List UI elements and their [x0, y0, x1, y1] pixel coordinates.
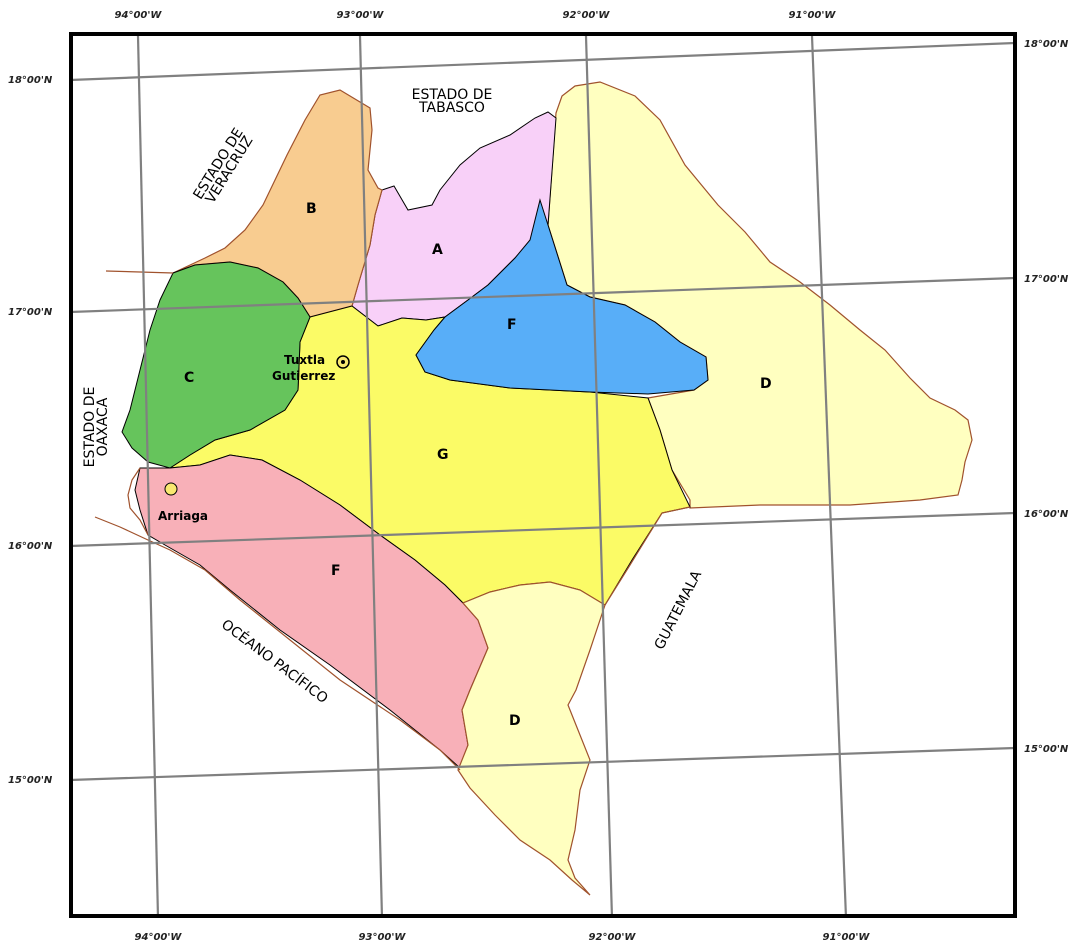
meridian-93: [358, 35, 384, 919]
coord-right-18: 18°00'N: [1024, 39, 1069, 50]
coordinate-labels: 94°00'W 93°00'W 92°00'W 91°00'W 94°00'W …: [8, 10, 1069, 943]
coord-left-16: 16°00'N: [8, 541, 53, 552]
zone-labels: A B C D D F F G: [184, 201, 772, 729]
city-label-tuxtla-1: Tuxtla: [284, 353, 325, 367]
graticule: [69, 35, 1016, 919]
coord-left-15: 15°00'N: [8, 775, 53, 786]
zone-label-d-east: D: [760, 376, 772, 392]
meridian-94: [136, 35, 160, 919]
zones: [121, 81, 973, 896]
coord-top-94: 94°00'W: [115, 10, 163, 21]
zone-d-south[interactable]: [457, 581, 606, 896]
coord-top-91: 91°00'W: [789, 10, 837, 21]
zone-label-f-north: F: [507, 317, 517, 333]
city-label-arriaga: Arriaga: [158, 509, 208, 523]
zone-f-north[interactable]: [415, 198, 709, 395]
parallel-17: [69, 276, 1016, 314]
guatemala-border-line: [604, 506, 691, 606]
coast-line: [94, 516, 461, 771]
meridian-92: [584, 35, 614, 919]
coast-line-north: [127, 467, 149, 536]
coord-left-17: 17°00'N: [8, 307, 53, 318]
cities: Tuxtla Gutierrez Arriaga: [158, 353, 350, 523]
zone-label-g: G: [437, 447, 449, 463]
zone-label-d-south: D: [509, 713, 521, 729]
arriaga-marker-icon[interactable]: [164, 482, 178, 496]
region-oaxaca-1: ESTADO DE: [82, 387, 98, 468]
coord-left-18: 18°00'N: [8, 75, 53, 86]
zone-label-c: C: [184, 370, 194, 386]
region-tabasco-2: TABASCO: [418, 100, 485, 116]
zone-label-a: A: [432, 242, 443, 258]
coord-top-93: 93°00'W: [337, 10, 385, 21]
coord-bottom-94: 94°00'W: [135, 932, 183, 943]
coord-bottom-93: 93°00'W: [359, 932, 407, 943]
zone-c[interactable]: [121, 261, 311, 469]
state-borders: [94, 270, 691, 771]
parallel-16: [69, 511, 1016, 548]
coord-bottom-91: 91°00'W: [823, 932, 871, 943]
coord-top-92: 92°00'W: [563, 10, 611, 21]
region-oaxaca-2: OAXACA: [95, 397, 111, 456]
parallel-15: [69, 746, 1016, 782]
parallel-18: [69, 41, 1016, 82]
city-label-tuxtla-2: Gutierrez: [272, 369, 335, 383]
map-frame: [69, 32, 1017, 918]
meridian-91: [810, 35, 848, 919]
zone-label-b: B: [306, 201, 317, 217]
coord-right-16: 16°00'N: [1024, 509, 1069, 520]
coord-right-17: 17°00'N: [1024, 274, 1069, 285]
tuxtla-marker-dot-icon: [341, 360, 345, 364]
zone-label-f-south: F: [331, 563, 341, 579]
region-guatemala: GUATEMALA: [652, 568, 706, 653]
region-tabasco-1: ESTADO DE: [412, 87, 493, 103]
veracruz-border-line: [105, 270, 174, 274]
coord-right-15: 15°00'N: [1024, 744, 1069, 755]
coord-bottom-92: 92°00'W: [589, 932, 637, 943]
